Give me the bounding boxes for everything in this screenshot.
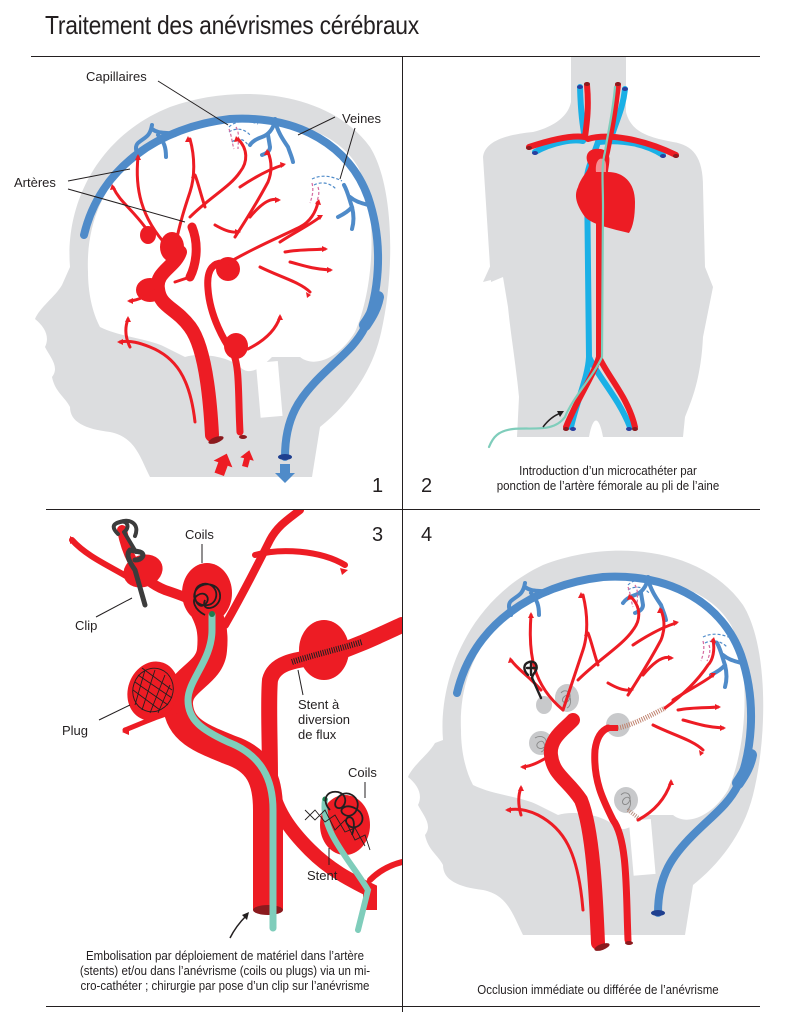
panel-2-caption-line-1: Introduction d’un microcathéter par: [519, 464, 697, 478]
up-arrow-large: [213, 453, 233, 477]
panel-4-caption-line-1: Occlusion immédiate ou différée de l’ané…: [477, 983, 719, 997]
panel-number-4: 4: [421, 524, 433, 546]
heart: [575, 148, 635, 233]
label-arteres: Artères: [14, 175, 56, 190]
panel-3-caption-line-3: cro-cathéter ; chirurgie par pose d’un c…: [80, 979, 370, 993]
label-coils-top: Coils: [185, 527, 214, 542]
up-arrow-small: [240, 450, 254, 468]
stent-device: [304, 809, 371, 851]
body-catheter-illustration: [483, 57, 713, 449]
panel-number-2: 2: [421, 475, 433, 497]
flow-diverter-stent: [291, 639, 363, 665]
panel-4-caption: Occlusion immédiate ou différée de l’ané…: [437, 983, 759, 998]
panel-3-caption-line-2: (stents) et/ou dans l’anévrisme (coils o…: [79, 964, 371, 978]
panel-number-1: 1: [372, 475, 384, 497]
label-stent-flux-line-1: Stent à: [298, 697, 340, 712]
stent-implanted: [617, 705, 667, 731]
label-plug: Plug: [62, 723, 89, 738]
coils-bottom-device: [324, 790, 364, 836]
middle-rule: [46, 509, 760, 510]
panel-2-caption-line-2: ponction de l’artère fémorale au pli de …: [496, 479, 720, 493]
clip-implanted: [523, 660, 543, 700]
panel-number-3: 3: [372, 524, 384, 546]
clip-device: [111, 518, 148, 608]
catheter-secondary: [321, 797, 372, 933]
center-divider: [402, 56, 403, 1012]
flow-diverter-artery: [261, 617, 402, 788]
panel-3-caption: Embolisation par déploiement de matériel…: [64, 949, 386, 994]
treatment-devices-illustration: [69, 510, 402, 939]
label-stent-flux-line-3: de flux: [298, 727, 337, 742]
label-veines: Veines: [342, 111, 382, 126]
plug-device: [132, 667, 174, 714]
carotid-artery: [150, 245, 219, 442]
label-stent-flux: Stent à diversion de flux: [298, 697, 350, 742]
catheter-main: [184, 611, 277, 932]
microcatheter: [487, 85, 617, 449]
panel-4-occlusion-result: 4 Occlusion immédiate ou différée de l’a…: [403, 510, 791, 1006]
panel-3-caption-line-1: Embolisation par déploiement de matériel…: [85, 949, 365, 963]
label-stent-flux-line-2: diversion: [298, 712, 351, 727]
insertion-arrow: [229, 915, 247, 939]
label-stent: Stent: [307, 868, 338, 883]
label-capillaires: Capillaires: [86, 69, 147, 84]
down-arrow: [275, 464, 295, 483]
head-vessels-illustration: [35, 80, 391, 483]
panel-3-treatment-devices: Coils Clip Plug Stent à diversion de flu…: [0, 510, 402, 1006]
page-title: Traitement des anévrismes cérébraux: [45, 10, 419, 40]
occlusion-illustration: [408, 550, 764, 951]
coils-top-device: [193, 582, 221, 616]
bottom-rule: [46, 1006, 760, 1007]
label-coils-bottom: Coils: [348, 765, 377, 780]
top-rule: [31, 56, 760, 57]
label-clip: Clip: [75, 618, 98, 633]
panel-1-head-vessels: Capillaires Veines Artères 1: [0, 57, 402, 509]
panel-2-body-catheter: 2 Introduction d’un microcathéter par po…: [403, 57, 791, 509]
panel-2-caption: Introduction d’un microcathéter par ponc…: [456, 464, 760, 494]
brain-area: [87, 119, 372, 372]
